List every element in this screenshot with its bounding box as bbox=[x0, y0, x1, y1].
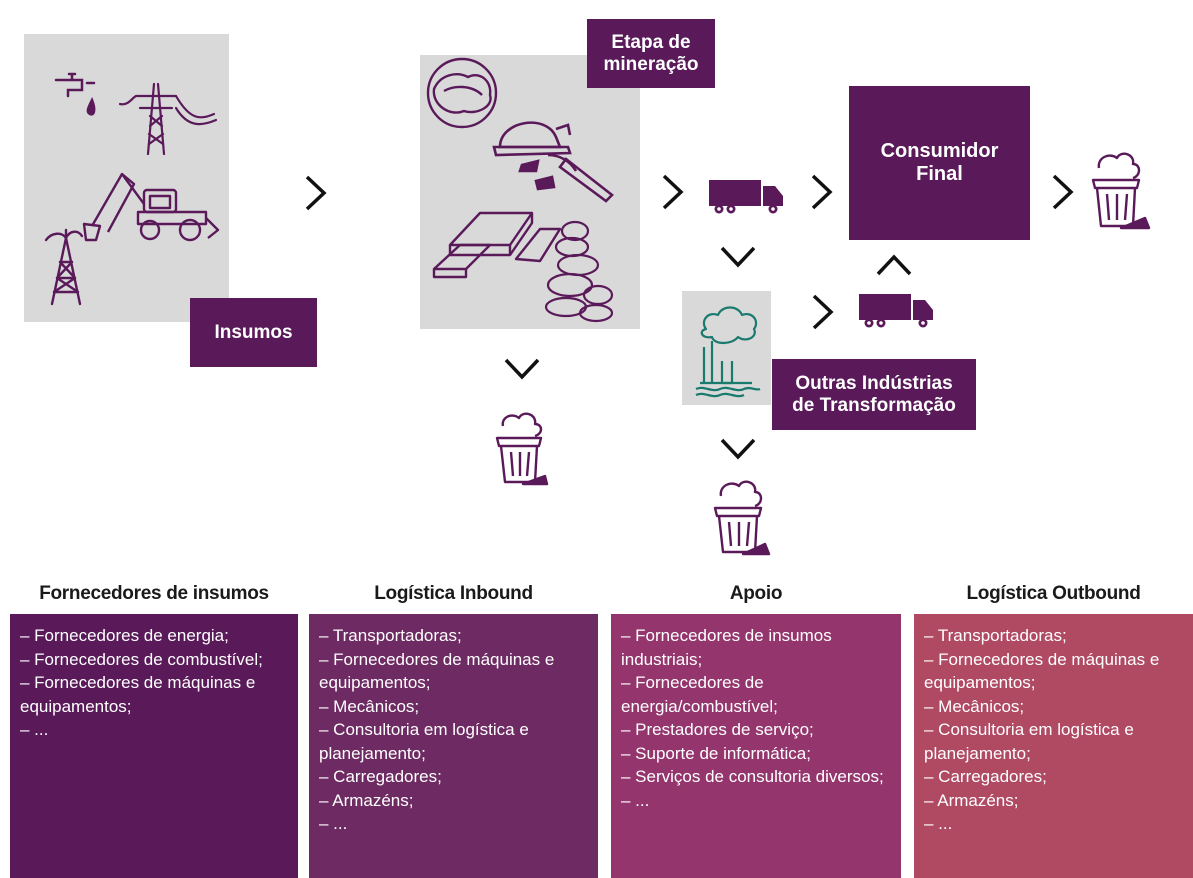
list-item: – Suporte de informática; bbox=[621, 743, 811, 763]
list-item: – Serviços de consultoria diversos; bbox=[621, 767, 884, 786]
inputs-panel bbox=[24, 34, 229, 322]
list-item: – Fornecedores de máquinas e equipamento… bbox=[319, 649, 555, 693]
column-box: – Fornecedores de insumos industriais;– … bbox=[611, 614, 901, 878]
chevron-up-icon bbox=[876, 254, 912, 276]
chevron-right-icon bbox=[662, 174, 684, 210]
list-item: – Armazéns; bbox=[924, 790, 1019, 810]
truck-icon bbox=[709, 180, 783, 214]
chevron-down-icon bbox=[720, 438, 756, 460]
list-item: – Mecânicos; bbox=[924, 696, 1025, 716]
list-item: – ... bbox=[621, 790, 650, 810]
list-item: – Carregadores; bbox=[319, 767, 442, 786]
list-item: – Prestadores de serviço; bbox=[621, 720, 814, 739]
chevron-down-icon bbox=[504, 358, 540, 380]
chevron-down-icon bbox=[720, 246, 756, 268]
miner-helmet-icon bbox=[492, 121, 572, 157]
list-item: – Fornecedores de combustível; bbox=[20, 649, 263, 669]
chevron-right-icon bbox=[1052, 174, 1074, 210]
oil-derrick-icon bbox=[44, 228, 84, 306]
factory-icon bbox=[695, 306, 761, 398]
trash-bin-icon bbox=[713, 480, 771, 556]
column-title: Logística Inbound bbox=[374, 583, 533, 604]
list-item: – Consultoria em logística e planejament… bbox=[924, 720, 1134, 763]
list-item: – Fornecedores de máquinas e equipamento… bbox=[924, 649, 1160, 693]
list-item: – Transportadoras; bbox=[319, 626, 462, 645]
column-list: – Fornecedores de energia; – Fornecedores… bbox=[20, 624, 290, 742]
list-item: – Transportadoras; bbox=[924, 626, 1067, 645]
metal-ingots-icon bbox=[432, 211, 562, 279]
list-item: – ... bbox=[20, 720, 49, 739]
list-item: – Consultoria em logística e planejament… bbox=[319, 720, 529, 763]
mining-panel bbox=[420, 55, 640, 329]
inputs-label: Insumos bbox=[190, 298, 317, 367]
trash-bin-icon bbox=[1091, 152, 1151, 230]
list-item: – ... bbox=[319, 814, 348, 833]
final-consumer-box: Consumidor Final bbox=[849, 86, 1030, 240]
chevron-right-icon bbox=[811, 174, 833, 210]
list-item: – Fornecedores de insumos industriais; bbox=[621, 626, 832, 669]
faucet-icon bbox=[54, 72, 96, 116]
column-list: – Transportadoras; – Fornecedores de máqu… bbox=[924, 624, 1185, 836]
ore-icon bbox=[426, 57, 498, 129]
list-item: – Armazéns; bbox=[319, 790, 414, 810]
column-box: – Fornecedores de energia; – Fornecedores… bbox=[10, 614, 298, 878]
chevron-right-icon bbox=[812, 294, 834, 330]
list-item: – Fornecedores de máquinas e equipamento… bbox=[20, 673, 256, 716]
column-box: – Transportadoras; – Fornecedores de máqu… bbox=[309, 614, 598, 878]
mining-label: Etapa de mineração bbox=[587, 19, 715, 88]
list-item: – ... bbox=[924, 814, 953, 833]
truck-icon bbox=[859, 294, 933, 328]
inputs-illustration bbox=[44, 72, 220, 306]
excavator-icon bbox=[82, 172, 220, 242]
list-item: – Carregadores; bbox=[924, 767, 1047, 786]
list-item: – Mecânicos; bbox=[319, 696, 420, 716]
other-industries-label: Outras Indústrias de Transformação bbox=[772, 359, 976, 430]
column-list: – Transportadoras; – Fornecedores de máqu… bbox=[319, 624, 590, 836]
pickaxe-icon bbox=[518, 153, 614, 203]
power-tower-icon bbox=[118, 82, 218, 156]
list-item: – Fornecedores de energia; bbox=[20, 626, 229, 645]
trash-bin-icon bbox=[495, 412, 549, 486]
rock-pile-icon bbox=[544, 220, 614, 323]
column-title: Logística Outbound bbox=[966, 583, 1141, 604]
factory-panel bbox=[682, 291, 771, 405]
chevron-right-icon bbox=[305, 175, 327, 211]
mining-illustration bbox=[426, 57, 614, 323]
column-title: Fornecedores de insumos bbox=[39, 583, 269, 604]
column-box: – Transportadoras; – Fornecedores de máqu… bbox=[914, 614, 1193, 878]
column-title: Apoio bbox=[729, 583, 783, 604]
list-item: – Fornecedores de energia/combustível; bbox=[621, 673, 778, 716]
column-list: – Fornecedores de insumos industriais;– … bbox=[621, 624, 893, 812]
